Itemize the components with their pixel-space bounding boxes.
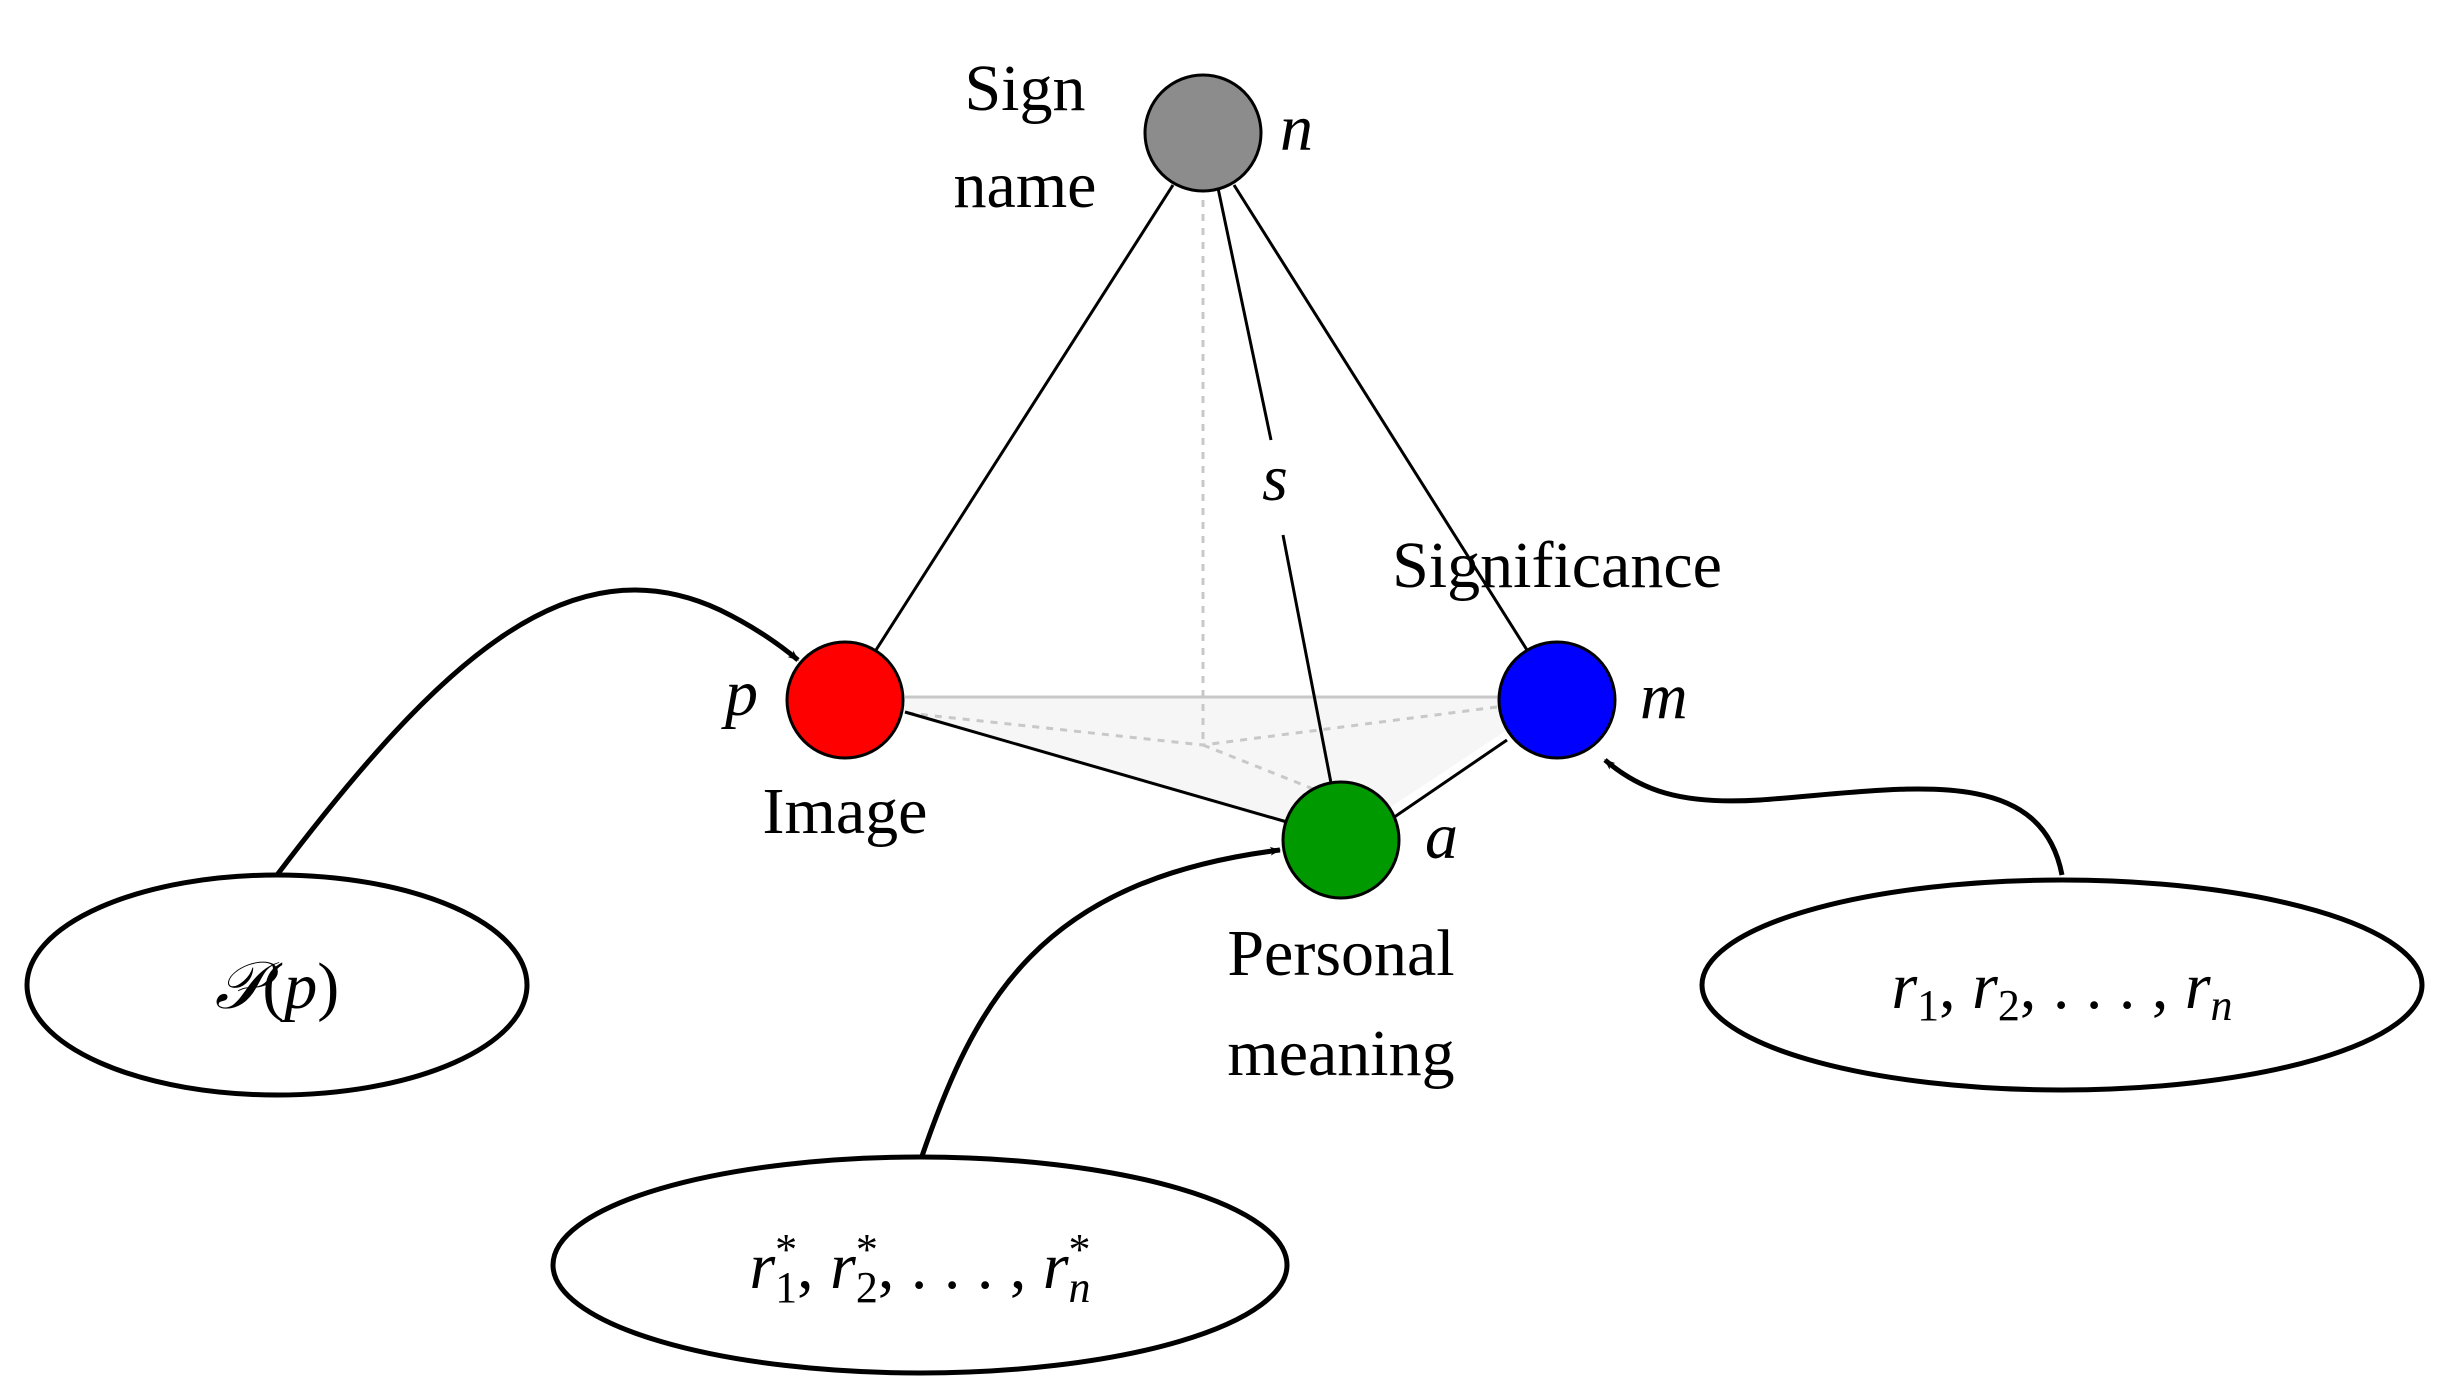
- node-a-name-line1: Personal: [1227, 917, 1454, 990]
- edge-n-a-lower: [1281, 534, 1333, 784]
- node-m: [1497, 640, 1617, 760]
- left-source-formula: 𝒫(p): [215, 950, 340, 1023]
- r-symbol: r: [1972, 950, 1998, 1023]
- right-paren: ): [317, 950, 339, 1023]
- ellipsis-separator: , . . . ,: [878, 1230, 1043, 1303]
- arrow-bottom-source-to-a: [917, 846, 1282, 1163]
- r-symbol: r: [2185, 950, 2211, 1023]
- node-a-var: a: [1425, 800, 1458, 873]
- node-n: [1143, 73, 1263, 193]
- node-n-name-line1: Sign: [964, 52, 1085, 125]
- subscript-2: 2: [856, 1263, 878, 1312]
- node-m-var: m: [1640, 660, 1688, 733]
- edge-n-m: [1232, 184, 1529, 651]
- superscript-star: *: [775, 1225, 797, 1274]
- subscript-1: 1: [1917, 981, 1939, 1030]
- superscript-star: *: [856, 1225, 878, 1274]
- node-n-name-line2: name: [954, 149, 1097, 222]
- edge-label-s: s: [1262, 442, 1288, 515]
- r-symbol: r: [749, 1230, 775, 1303]
- subscript-n: n: [2211, 981, 2233, 1030]
- edge-n-a-upper: [1216, 187, 1273, 441]
- node-a: [1281, 780, 1401, 900]
- superscript-star: *: [1069, 1225, 1091, 1274]
- node-p: [785, 640, 905, 760]
- hidden-edge-a-center: [1202, 743, 1342, 802]
- r-symbol: r: [1891, 950, 1917, 1023]
- separator: ,: [797, 1230, 830, 1303]
- arrow-left-source-to-p: [275, 587, 800, 877]
- arrow-right-source-to-m: [1603, 758, 2065, 876]
- left-paren: (: [262, 950, 284, 1023]
- subscript-2: 2: [1998, 981, 2020, 1030]
- ellipse-left-source: [24, 872, 530, 1098]
- ellipse-bottom-source: [550, 1154, 1290, 1376]
- node-p-var: p: [721, 657, 758, 730]
- node-p-name: Image: [763, 775, 928, 848]
- ellipsis-separator: , . . . ,: [2020, 950, 2185, 1023]
- right-source-formula: r1, r2, . . . , rn: [1891, 950, 2232, 1030]
- edge-m-a: [1389, 738, 1508, 822]
- edge-p-a: [904, 710, 1288, 824]
- ellipse-right-source: [1699, 877, 2425, 1093]
- subscript-n: n: [1069, 1263, 1091, 1312]
- r-symbol: r: [830, 1230, 856, 1303]
- r-symbol: r: [1043, 1230, 1069, 1303]
- separator: ,: [1939, 950, 1972, 1023]
- subscript-1: 1: [775, 1263, 797, 1312]
- bottom-source-formula: r*1, r*2, . . . , r*n: [749, 1225, 1090, 1312]
- node-n-var: n: [1280, 92, 1313, 165]
- edge-n-p: [874, 184, 1175, 651]
- node-m-name: Significance: [1392, 529, 1722, 602]
- hidden-edges: [906, 200, 1498, 802]
- front-edges: [874, 184, 1529, 824]
- node-a-name-line2: meaning: [1227, 1017, 1454, 1090]
- left-source-var: p: [280, 950, 317, 1023]
